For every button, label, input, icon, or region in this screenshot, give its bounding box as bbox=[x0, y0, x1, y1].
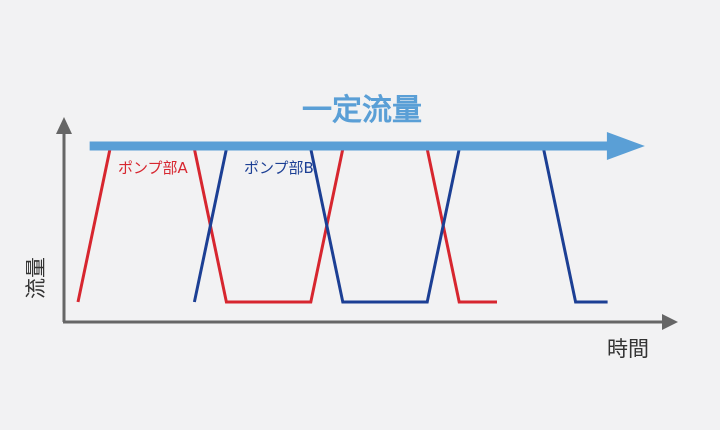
pump-b-label: ポンプ部B bbox=[244, 159, 314, 177]
title-label: 一定流量 bbox=[302, 93, 422, 128]
labels: 一定流量 時間 流量 ポンプ部A ポンプ部B bbox=[24, 93, 649, 361]
constant-flow-arrowhead bbox=[606, 132, 645, 160]
x-axis-label: 時間 bbox=[607, 337, 649, 361]
pump-a-label: ポンプ部A bbox=[118, 159, 189, 177]
y-axis-arrowhead bbox=[56, 117, 72, 134]
x-axis-arrowhead bbox=[662, 314, 678, 330]
y-axis-label: 流量 bbox=[24, 257, 48, 299]
series-layer bbox=[76, 132, 645, 304]
axes bbox=[56, 117, 678, 330]
